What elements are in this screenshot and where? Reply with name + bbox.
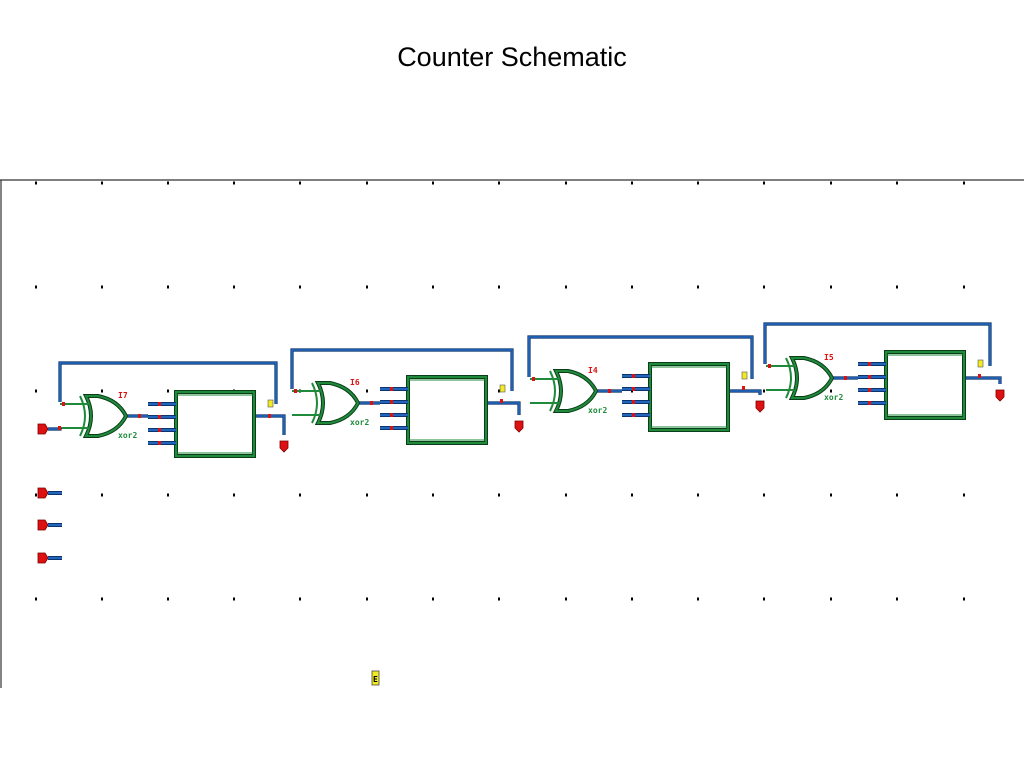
pin-marker bbox=[158, 441, 161, 445]
counter-stage-2[interactable]: I6 xor2 bbox=[290, 348, 524, 445]
input-port-2[interactable] bbox=[37, 519, 49, 531]
pin-marker bbox=[608, 389, 611, 393]
pin-marker bbox=[532, 377, 535, 381]
input-port-1[interactable] bbox=[37, 487, 49, 499]
xor-gate[interactable] bbox=[292, 381, 361, 425]
pin-marker bbox=[390, 400, 393, 404]
marker-label: E bbox=[373, 675, 378, 684]
pin-marker bbox=[58, 426, 61, 430]
pin-marker bbox=[844, 376, 847, 380]
gate-type-label: xor2 bbox=[118, 431, 137, 440]
pin-marker bbox=[632, 400, 635, 404]
stage-output-port[interactable] bbox=[279, 440, 289, 453]
pin-marker bbox=[390, 413, 393, 417]
xor-gate[interactable] bbox=[766, 356, 835, 400]
pin-marker bbox=[868, 401, 871, 405]
pin-marker bbox=[868, 388, 871, 392]
register-block[interactable] bbox=[174, 390, 256, 458]
pin-marker bbox=[158, 402, 161, 406]
gate-type-label: xor2 bbox=[350, 418, 369, 427]
counter-stage-4[interactable]: I5 xor2 bbox=[763, 322, 1005, 420]
input-port-3[interactable] bbox=[37, 552, 49, 564]
gate-type-label: xor2 bbox=[588, 406, 607, 415]
pin-marker bbox=[978, 374, 981, 378]
xor-gate[interactable] bbox=[530, 369, 599, 413]
pin-marker bbox=[868, 362, 871, 366]
page-title: Counter Schematic bbox=[397, 42, 627, 72]
instance-label: I6 bbox=[350, 378, 360, 387]
register-block[interactable] bbox=[884, 350, 966, 420]
stage-output-port[interactable] bbox=[514, 420, 524, 433]
output-marker bbox=[267, 399, 274, 408]
instance-label: I7 bbox=[118, 391, 128, 400]
pin-marker bbox=[138, 414, 141, 418]
pin-marker bbox=[868, 375, 871, 379]
counter-stage-3[interactable]: I4 xor2 bbox=[527, 335, 765, 432]
pin-marker bbox=[390, 426, 393, 430]
bottom-marker[interactable]: E bbox=[371, 670, 380, 686]
output-marker bbox=[741, 371, 748, 380]
pin-marker bbox=[632, 413, 635, 417]
schematic-frame bbox=[0, 179, 1024, 688]
pin-marker bbox=[742, 386, 745, 390]
stage-output-port[interactable] bbox=[995, 389, 1005, 402]
pin-marker bbox=[768, 364, 771, 368]
pin-marker bbox=[370, 401, 373, 405]
xor-gate[interactable] bbox=[60, 394, 129, 438]
counter-stage-1[interactable]: I7 xor2 bbox=[58, 361, 289, 458]
input-port-main[interactable] bbox=[37, 423, 49, 435]
pin-marker bbox=[158, 415, 161, 419]
pin-marker bbox=[500, 399, 503, 403]
stage-output-port[interactable] bbox=[755, 400, 765, 413]
pin-marker bbox=[632, 387, 635, 391]
instance-label: I4 bbox=[588, 366, 598, 375]
register-block[interactable] bbox=[648, 362, 730, 432]
pin-marker bbox=[390, 387, 393, 391]
output-marker bbox=[499, 384, 506, 393]
marker-box bbox=[371, 670, 380, 686]
pin-marker bbox=[632, 374, 635, 378]
output-marker bbox=[977, 359, 984, 368]
register-block[interactable] bbox=[406, 375, 488, 445]
pin-marker bbox=[294, 389, 297, 393]
pin-marker bbox=[268, 414, 271, 418]
pin-marker bbox=[158, 428, 161, 432]
input-ports[interactable] bbox=[37, 423, 62, 564]
instance-label: I5 bbox=[824, 353, 834, 362]
pin-marker bbox=[62, 402, 65, 406]
gate-type-label: xor2 bbox=[824, 393, 843, 402]
